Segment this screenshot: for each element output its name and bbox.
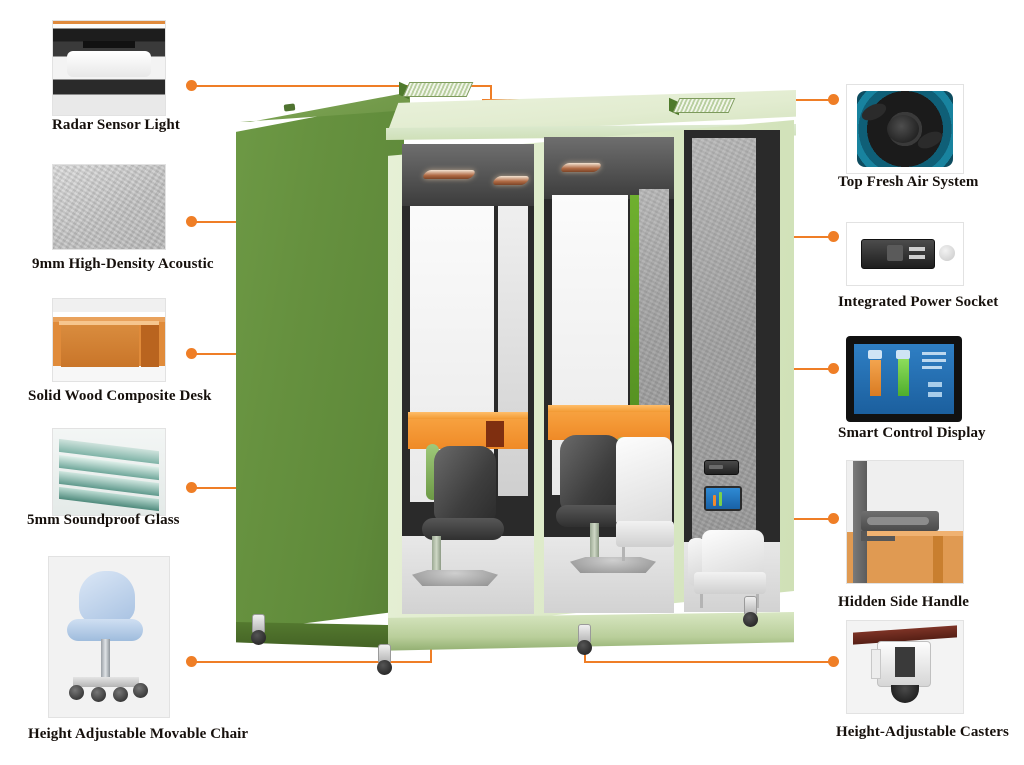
leader-line-radar-sensor-light-drop	[490, 85, 492, 101]
caption-power-socket: Integrated Power Socket	[838, 294, 999, 310]
caption-acoustic-panel: 9mm High-Density Acoustic	[32, 256, 214, 272]
caster-front-left	[376, 644, 393, 678]
glass-bay-center	[544, 137, 674, 613]
thumb-radar-sensor-light	[52, 20, 166, 116]
dot-smart-control-display[interactable]	[828, 363, 839, 374]
caption-soundproof-glass: 5mm Soundproof Glass	[27, 512, 180, 528]
dot-fresh-air-system[interactable]	[828, 94, 839, 105]
lounge-sofa	[688, 530, 768, 612]
caption-fresh-air-system: Top Fresh Air System	[838, 174, 979, 190]
power-socket-device[interactable]	[704, 460, 739, 475]
office-pod-illustration	[236, 78, 796, 675]
glass-bay-left	[402, 144, 534, 614]
thumb-acoustic-panel	[52, 164, 166, 250]
caster-front-center	[576, 624, 593, 658]
office-chair-left	[408, 444, 508, 586]
dot-soundproof-glass[interactable]	[186, 482, 197, 493]
thumb-smart-control-display	[846, 336, 962, 422]
thumb-composite-desk	[52, 298, 166, 382]
thumb-soundproof-glass	[52, 428, 166, 516]
caption-radar-sensor-light: Radar Sensor Light	[52, 117, 180, 133]
lounge-sofa-partial	[616, 437, 674, 577]
leader-line-movable-chair	[192, 661, 432, 663]
dot-movable-chair[interactable]	[186, 656, 197, 667]
dot-radar-sensor-light[interactable]	[186, 80, 197, 91]
thumb-adjustable-casters	[846, 620, 964, 714]
thumb-movable-chair	[48, 556, 170, 718]
dot-adjustable-casters[interactable]	[828, 656, 839, 667]
pod-left-panel	[236, 100, 404, 632]
pod-glass-front	[388, 120, 794, 632]
caption-movable-chair: Height Adjustable Movable Chair	[28, 726, 249, 742]
thumb-fresh-air-system	[846, 84, 964, 174]
caption-smart-control-display: Smart Control Display	[838, 425, 986, 441]
thumb-hidden-side-handle	[846, 460, 964, 584]
leader-line-adjustable-casters	[584, 661, 834, 663]
smart-control-device[interactable]	[704, 486, 742, 511]
caption-composite-desk: Solid Wood Composite Desk	[28, 388, 212, 404]
dot-acoustic-panel[interactable]	[186, 216, 197, 227]
pod-side-latch	[283, 103, 296, 112]
caster-rear-left	[250, 614, 267, 648]
roof-vent-right	[669, 97, 736, 116]
dot-composite-desk[interactable]	[186, 348, 197, 359]
dot-power-socket[interactable]	[828, 231, 839, 242]
caption-hidden-side-handle: Hidden Side Handle	[838, 594, 970, 610]
caster-front-right	[742, 596, 759, 630]
roof-vent-left	[399, 81, 474, 100]
thumb-power-socket	[846, 222, 964, 286]
caption-adjustable-casters: Height-Adjustable Casters	[836, 724, 1009, 740]
leader-line-radar-sensor-light	[192, 85, 492, 87]
dot-hidden-side-handle[interactable]	[828, 513, 839, 524]
glass-bay-right	[684, 130, 780, 612]
